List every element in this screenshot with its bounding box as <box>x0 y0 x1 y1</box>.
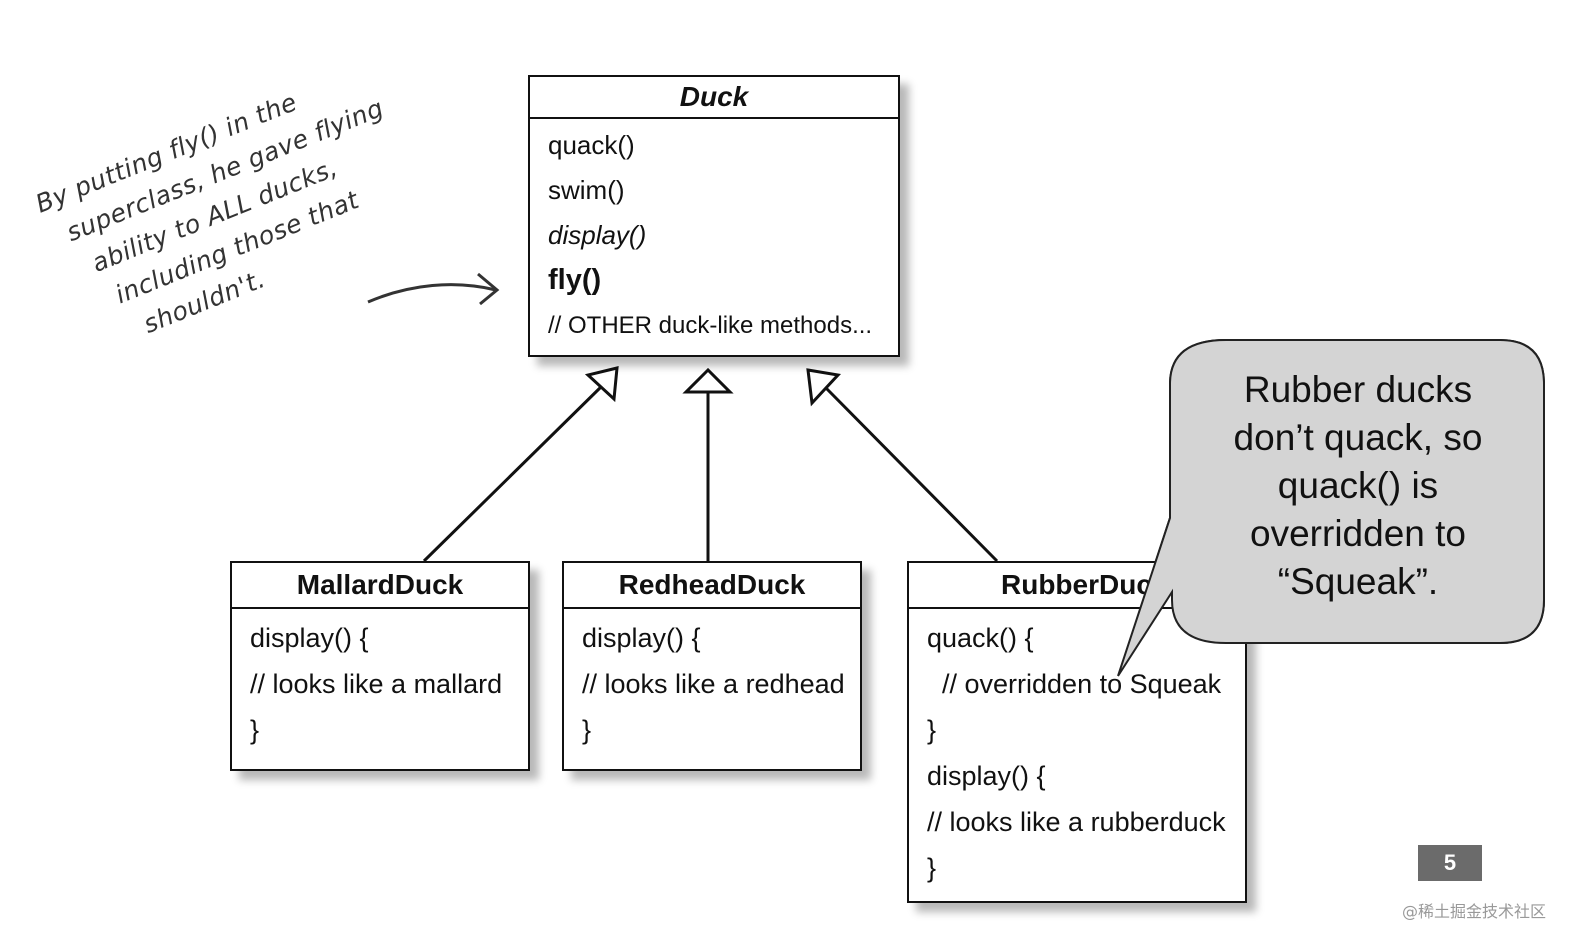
handnote-arrowhead <box>477 272 500 306</box>
redhead-code-line: } <box>582 715 592 745</box>
rubber-code-line: quack() { <box>927 623 1034 653</box>
mallard-code-line: // looks like a mallard <box>250 669 503 699</box>
duck-class-name: Duck <box>530 77 898 119</box>
mallard-duck-class-name: MallardDuck <box>232 563 528 609</box>
rubber-code-line: // looks like a rubberduck <box>927 807 1226 837</box>
callout-line: “Squeak”. <box>1277 561 1439 602</box>
mallard-duck-class-box: MallardDuck display() { // looks like a … <box>230 561 530 771</box>
method-swim: swim() <box>548 175 625 205</box>
rubber-duck-class-box: RubberDuck quack() { // overridden to Sq… <box>907 561 1247 903</box>
redhead-duck-class-box: RedheadDuck display() { // looks like a … <box>562 561 862 771</box>
method-display: display() <box>548 220 647 250</box>
redhead-duck-class-name: RedheadDuck <box>564 563 860 609</box>
rubber-code-line: } <box>927 853 937 883</box>
method-fly: fly() <box>548 264 602 296</box>
rubber-code-line: // overridden to Squeak <box>927 669 1222 699</box>
inheritance-arrowhead-redhead <box>682 367 734 394</box>
rubber-code-line: display() { <box>927 761 1046 791</box>
redhead-code-line: display() { <box>582 623 701 653</box>
inheritance-line-rubber <box>824 386 999 563</box>
mallard-code-line: display() { <box>250 623 369 653</box>
callout-line: don’t quack, so <box>1233 417 1483 458</box>
handnote-arrow <box>367 283 497 304</box>
callout-text: Rubber ducks don’t quack, so quack() is … <box>1180 366 1536 606</box>
mallard-code-line: } <box>250 715 260 745</box>
redhead-code-line: // looks like a redhead <box>582 669 845 699</box>
callout-line: Rubber ducks <box>1243 369 1473 410</box>
callout-line: overridden to <box>1250 513 1466 554</box>
page-number-badge: 5 <box>1418 845 1482 881</box>
inheritance-arrowhead-mallard <box>584 366 619 403</box>
method-other: // OTHER duck-like methods... <box>548 312 873 339</box>
duck-class-box: Duck quack() swim() display() fly() // O… <box>528 75 900 357</box>
inheritance-line-mallard <box>422 382 606 563</box>
inheritance-arrowhead-rubber <box>806 368 841 407</box>
watermark: @稀土掘金技术社区 <box>1402 902 1547 921</box>
callout-line: quack() is <box>1277 465 1439 506</box>
rubber-code-line: } <box>927 715 937 745</box>
method-quack: quack() <box>548 130 635 160</box>
